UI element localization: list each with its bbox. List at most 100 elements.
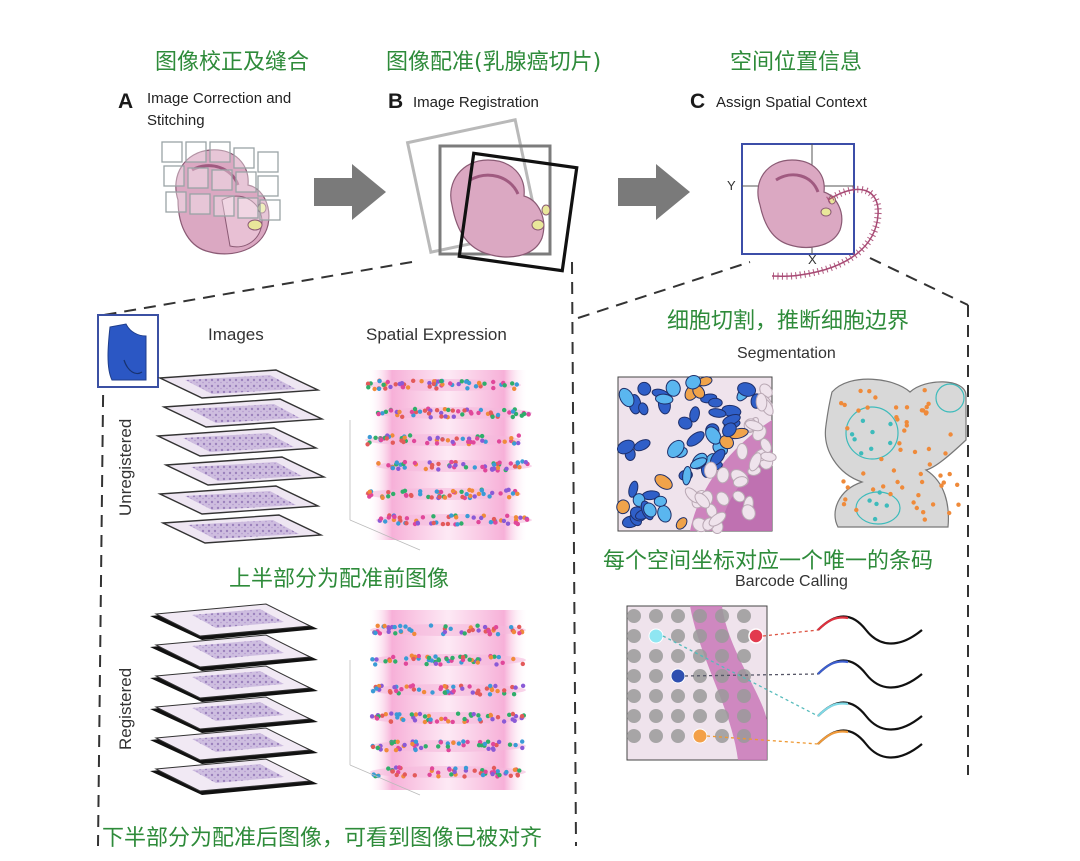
expression-dot xyxy=(517,465,522,470)
expression-dot xyxy=(515,460,521,466)
expression-dot xyxy=(407,627,412,632)
expression-dot xyxy=(390,433,395,438)
unregistered-image-stack xyxy=(155,369,327,544)
transcript-dot xyxy=(870,487,876,492)
expression-dot xyxy=(380,495,385,500)
transcript-dot xyxy=(921,510,926,515)
expression-dot xyxy=(392,514,397,520)
expression-dot xyxy=(411,378,416,383)
arrow-right-icon xyxy=(618,164,690,220)
expression-dot xyxy=(468,493,473,499)
barcode-spot xyxy=(671,629,685,643)
expression-dot xyxy=(403,661,409,666)
expression-dot xyxy=(430,690,435,695)
transcript-dot xyxy=(924,404,929,410)
expression-dot xyxy=(520,745,525,751)
column-label-images: Images xyxy=(208,325,264,344)
segmented-cell xyxy=(665,379,681,397)
expression-dot xyxy=(367,489,372,494)
expression-dot xyxy=(514,382,519,387)
expression-dot xyxy=(390,465,396,471)
expression-dot xyxy=(500,660,505,665)
expression-dot xyxy=(513,520,518,525)
transcript-dot xyxy=(904,420,909,425)
stitched-tissue-tiles xyxy=(175,149,270,255)
expression-dot xyxy=(491,747,496,752)
expression-dot xyxy=(384,436,389,441)
expression-dot xyxy=(452,769,457,775)
expression-dot xyxy=(496,739,502,745)
transcript-dot xyxy=(955,482,960,487)
expression-dot xyxy=(434,386,439,391)
expression-dot xyxy=(480,438,485,443)
expression-dot xyxy=(490,490,495,496)
barcode-spot xyxy=(737,709,751,723)
barcode-spot xyxy=(649,649,663,663)
barcode-spot xyxy=(715,649,729,663)
expression-dot xyxy=(442,690,447,695)
expression-dot xyxy=(491,379,496,385)
transcript-dot xyxy=(841,502,847,507)
expression-dot xyxy=(450,488,456,494)
transcript-dot xyxy=(888,440,893,446)
barcode-spot xyxy=(737,689,751,703)
expression-dot xyxy=(491,741,496,747)
expression-dot xyxy=(443,414,448,419)
expression-dot xyxy=(476,688,481,693)
expression-dot xyxy=(462,408,467,413)
expression-dot xyxy=(451,414,456,419)
expression-dot xyxy=(436,461,441,467)
transcript-dot xyxy=(858,388,863,394)
dashed-connector-lines xyxy=(97,257,969,847)
segmented-cell xyxy=(732,490,746,503)
expression-dot xyxy=(446,407,451,413)
barcode-spot xyxy=(737,729,751,743)
expression-dot xyxy=(444,656,449,662)
expression-dot xyxy=(447,464,452,469)
expression-dot xyxy=(438,662,443,667)
transcript-dot xyxy=(943,451,948,456)
panel-c-letter: C xyxy=(690,90,706,113)
barcode-spot xyxy=(671,649,685,663)
segmented-cell xyxy=(716,466,730,484)
segmented-cell xyxy=(682,466,692,486)
expression-dot xyxy=(466,439,471,444)
barcode-spot xyxy=(649,709,663,723)
panel-c-title: Assign Spatial Context xyxy=(716,94,867,111)
expression-dot xyxy=(508,773,513,778)
expression-dot xyxy=(450,719,455,725)
expression-dot xyxy=(402,772,407,777)
expression-dot xyxy=(509,436,514,441)
expression-dot xyxy=(386,626,392,631)
expression-dot xyxy=(471,515,476,520)
expression-dot xyxy=(389,741,395,746)
expression-dot xyxy=(495,688,500,694)
expression-dot xyxy=(366,385,371,390)
expression-dot xyxy=(502,383,507,388)
barcode-spot xyxy=(693,689,707,703)
expression-dot xyxy=(460,686,465,691)
transcript-dot xyxy=(867,389,872,394)
expression-dot xyxy=(481,491,486,497)
barcode-spot xyxy=(715,629,729,643)
expression-dot xyxy=(460,436,465,441)
expression-dot xyxy=(383,519,388,524)
expression-dot xyxy=(479,488,485,493)
transcript-dot xyxy=(870,429,875,435)
expression-dot xyxy=(439,716,444,722)
expression-dot xyxy=(493,520,498,525)
expression-dot xyxy=(507,712,512,717)
transcript-dot xyxy=(839,401,844,406)
expression-dot xyxy=(517,631,522,636)
expression-dot xyxy=(385,379,390,385)
expression-dot xyxy=(373,630,378,636)
expression-dot xyxy=(451,688,456,694)
transcript-dot xyxy=(914,505,919,511)
expression-dot xyxy=(513,742,518,748)
expression-dot xyxy=(404,493,409,498)
segmented-cell xyxy=(678,416,693,430)
expression-dot xyxy=(464,492,469,497)
transcript-dot xyxy=(926,401,931,406)
expression-dot xyxy=(433,654,438,659)
transcript-dot xyxy=(852,437,857,442)
